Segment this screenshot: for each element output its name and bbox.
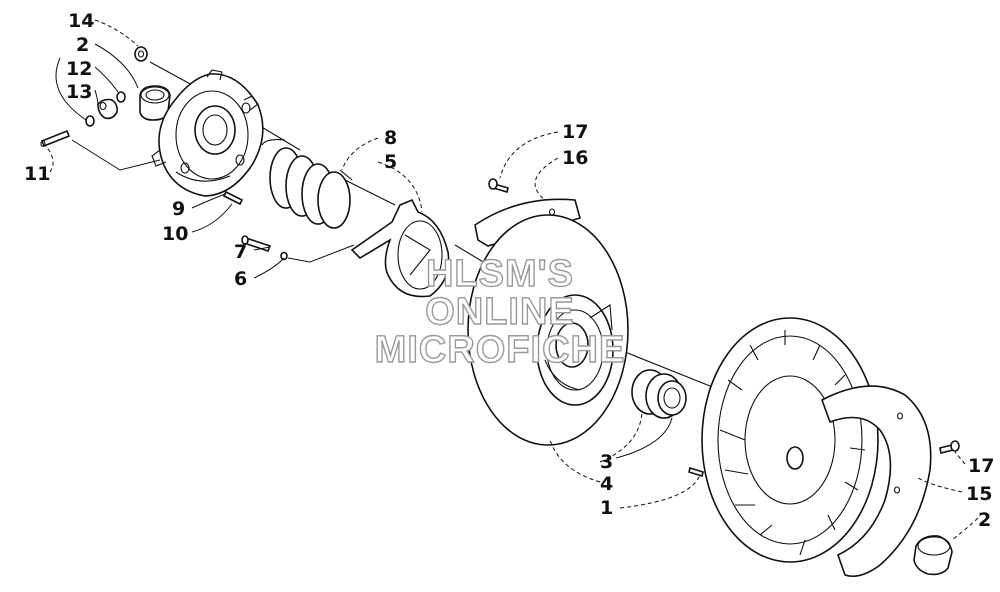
part-2-bushing-right[interactable] — [913, 535, 953, 576]
part-8-spring[interactable] — [261, 139, 353, 229]
spider-cover-assembly[interactable] — [151, 69, 264, 197]
callout-17-right: 17 — [968, 455, 994, 477]
callout-11: 11 — [24, 163, 50, 185]
watermark-line-2: ONLINE — [425, 291, 575, 333]
callout-2-top: 2 — [76, 34, 89, 56]
callout-5: 5 — [384, 151, 397, 173]
part-1-fixed-sheave[interactable] — [688, 317, 879, 563]
callout-17-top: 17 — [562, 121, 588, 143]
part-12-washer[interactable] — [85, 91, 126, 127]
callout-labels: 14 2 12 13 11 9 10 7 6 8 5 17 16 3 4 1 1… — [24, 10, 994, 531]
callout-9: 9 — [172, 198, 185, 220]
callout-14: 14 — [68, 10, 94, 32]
callout-3: 3 — [600, 451, 613, 473]
callout-1: 1 — [600, 497, 613, 519]
callout-2-right: 2 — [978, 509, 991, 531]
part-4-bushing[interactable] — [657, 380, 687, 416]
callout-7: 7 — [234, 241, 247, 263]
part-13-roller[interactable] — [97, 98, 118, 120]
part-9-pin[interactable] — [222, 190, 244, 206]
leader-lines — [44, 19, 979, 541]
movable-sheave[interactable] — [467, 214, 629, 446]
callout-8: 8 — [384, 127, 397, 149]
part-14-nut[interactable] — [134, 46, 148, 62]
part-17-screw-top[interactable] — [488, 178, 509, 194]
callout-15: 15 — [966, 483, 992, 505]
assembly-axis-line — [149, 61, 721, 391]
callout-6: 6 — [234, 268, 247, 290]
part-5-cam[interactable] — [350, 198, 450, 298]
watermark: HLSM'S ONLINE MICROFICHE — [374, 252, 626, 371]
watermark-line-3: MICROFICHE — [375, 329, 626, 371]
part-15-shroud[interactable] — [821, 385, 932, 578]
callout-16: 16 — [562, 147, 588, 169]
watermark-line-1: HLSM'S — [426, 253, 574, 295]
callout-12: 12 — [66, 58, 92, 80]
part-17-screw-right[interactable] — [939, 440, 960, 454]
callout-4: 4 — [600, 473, 613, 495]
callout-13: 13 — [66, 81, 92, 103]
callout-10: 10 — [162, 223, 188, 245]
part-6-washer[interactable] — [280, 251, 288, 261]
part-11-pin[interactable] — [40, 129, 71, 148]
